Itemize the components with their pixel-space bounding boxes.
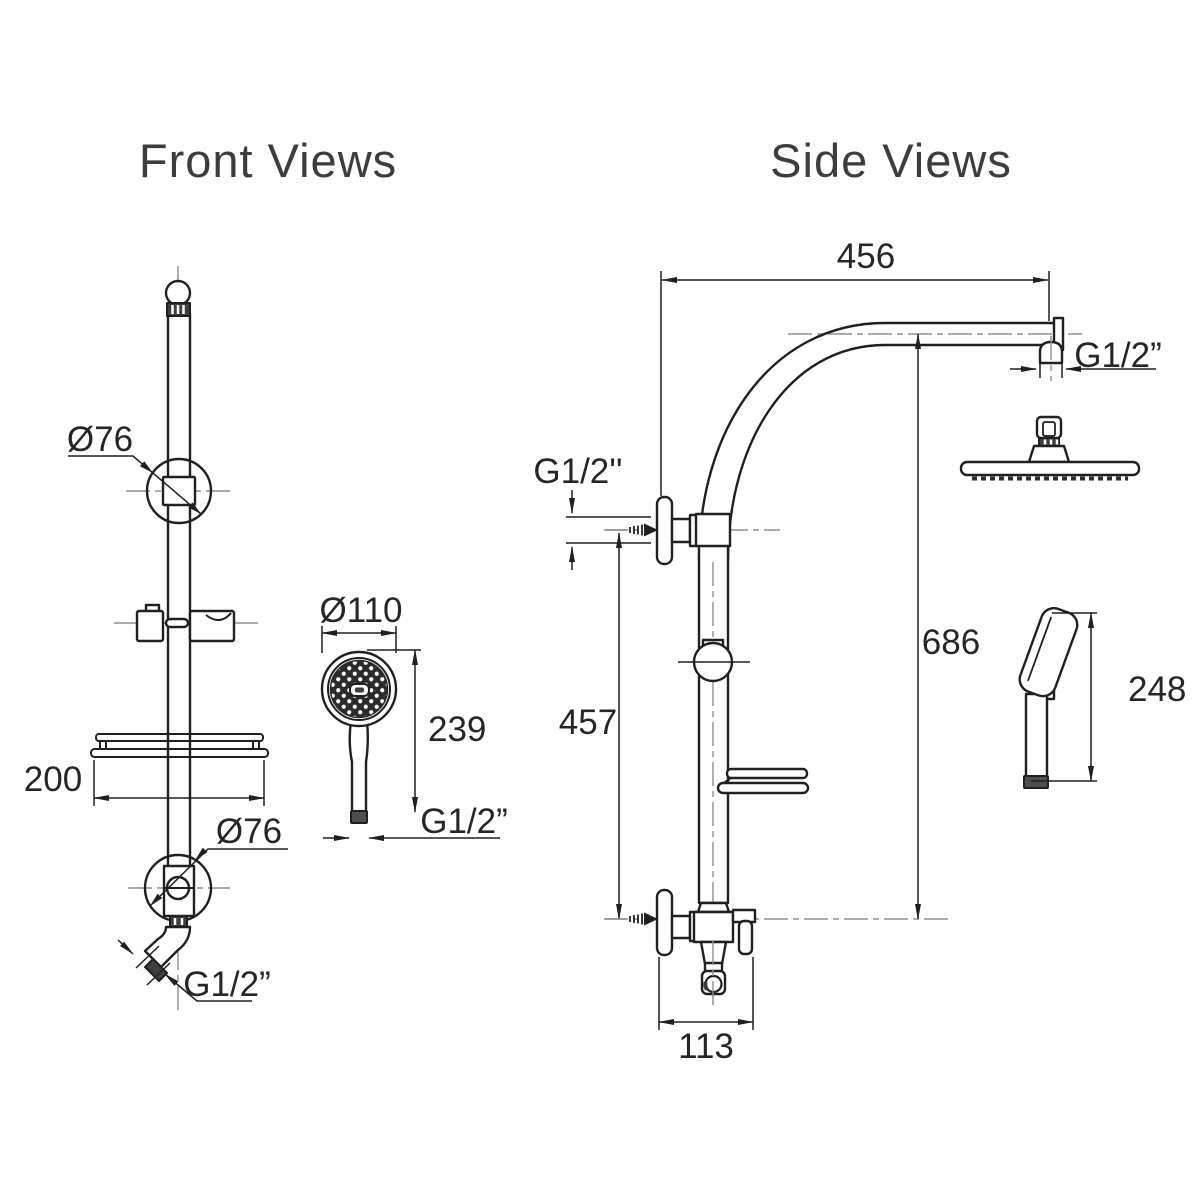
hand-shower-face-slot [355,687,364,693]
dim-label-arm-thread: G1/2” [1074,336,1162,375]
rail-top-knob [164,279,192,307]
front-view-title: Front Views [139,134,397,187]
diverter-valve [692,901,757,1007]
valve-depth-dimension: 113 [658,957,754,1066]
dim-label-handshower-length: 239 [428,710,486,749]
dim-label-upper-flange: Ø76 [67,420,133,459]
dim-label-wall-inlet-thread: G1/2'' [533,452,622,491]
dim-label-handshower-diameter: Ø110 [319,591,402,630]
wall-inlet-thread-dimension: G1/2'' [533,452,651,570]
handshower-diameter-dimension: Ø110 [319,591,403,653]
arm-projection-dimension: 456 [660,237,1050,496]
overhead-shower-disc [959,460,1141,477]
outlet-nut [169,915,188,928]
shelf-width-dimension: 200 [24,760,265,806]
riser-curve-inner [726,343,1056,562]
handshower-length-dimension: 239 [367,649,486,813]
hand-shower-head-side [1018,606,1079,698]
slide-rail [166,312,192,869]
dim-label-lower-flange: Ø76 [216,812,282,851]
side-view-title: Side Views [770,134,1012,187]
hand-shower-handle-side [1024,692,1049,780]
overhead-shower-side [959,415,1141,481]
diverter-lever [737,919,754,956]
overhead-shower-hub [1027,444,1071,464]
upper-wall-mount [606,495,732,566]
handshower-thread-annotation: G1/2” [323,802,508,841]
lower-wall-flange-side [655,888,674,957]
hand-shower-nozzle-side [1023,775,1049,789]
lower-mount-screw [606,912,658,926]
dim-label-shelf-width: 200 [24,760,82,799]
front-view: Ø76 200 [24,266,508,1014]
diverter-valve-body [692,910,735,944]
upper-wall-flange [145,457,213,525]
rail-mount-span-dimension: 457 [559,532,622,920]
hand-shower-front [320,650,398,824]
dim-label-arm-projection: 456 [837,237,895,276]
dim-label-outlet-thread: G1/2” [183,965,271,1004]
upper-flange-diameter-annotation: Ø76 [67,420,202,515]
handshower-height-dimension: 248 [1031,612,1186,782]
riser-curve-outer [697,321,1056,562]
hand-shower-handle [348,719,369,814]
upper-mount-screw [606,523,658,537]
side-view: 456 G1/2” [533,237,1186,1066]
lower-flange-diameter-annotation: Ø76 [149,812,288,907]
hand-shower-holder [135,603,236,643]
soap-dish-side [716,767,810,795]
dim-label-overall-height: 686 [922,623,980,662]
dim-label-handshower-thread: G1/2” [420,802,508,841]
outlet-thread-band [144,958,168,982]
upper-rail-bracket [161,475,197,507]
hand-shower-side [1018,606,1079,789]
hand-shower-nozzle [350,810,368,824]
upper-wall-flange-side [655,495,674,566]
lower-wall-mount [606,888,700,957]
dim-label-handshower-height: 248 [1128,670,1186,709]
dim-label-rail-mount-span: 457 [559,703,617,742]
soap-dish-front [90,733,269,758]
dim-label-valve-depth: 113 [678,1027,734,1066]
arm-thread-annotation: G1/2” [1010,336,1162,381]
outlet-thread-annotation: G1/2” [117,939,271,1004]
riser-junction-block [694,512,732,548]
rail-top-collar [166,302,191,317]
overall-height-dimension: 686 [915,333,980,920]
